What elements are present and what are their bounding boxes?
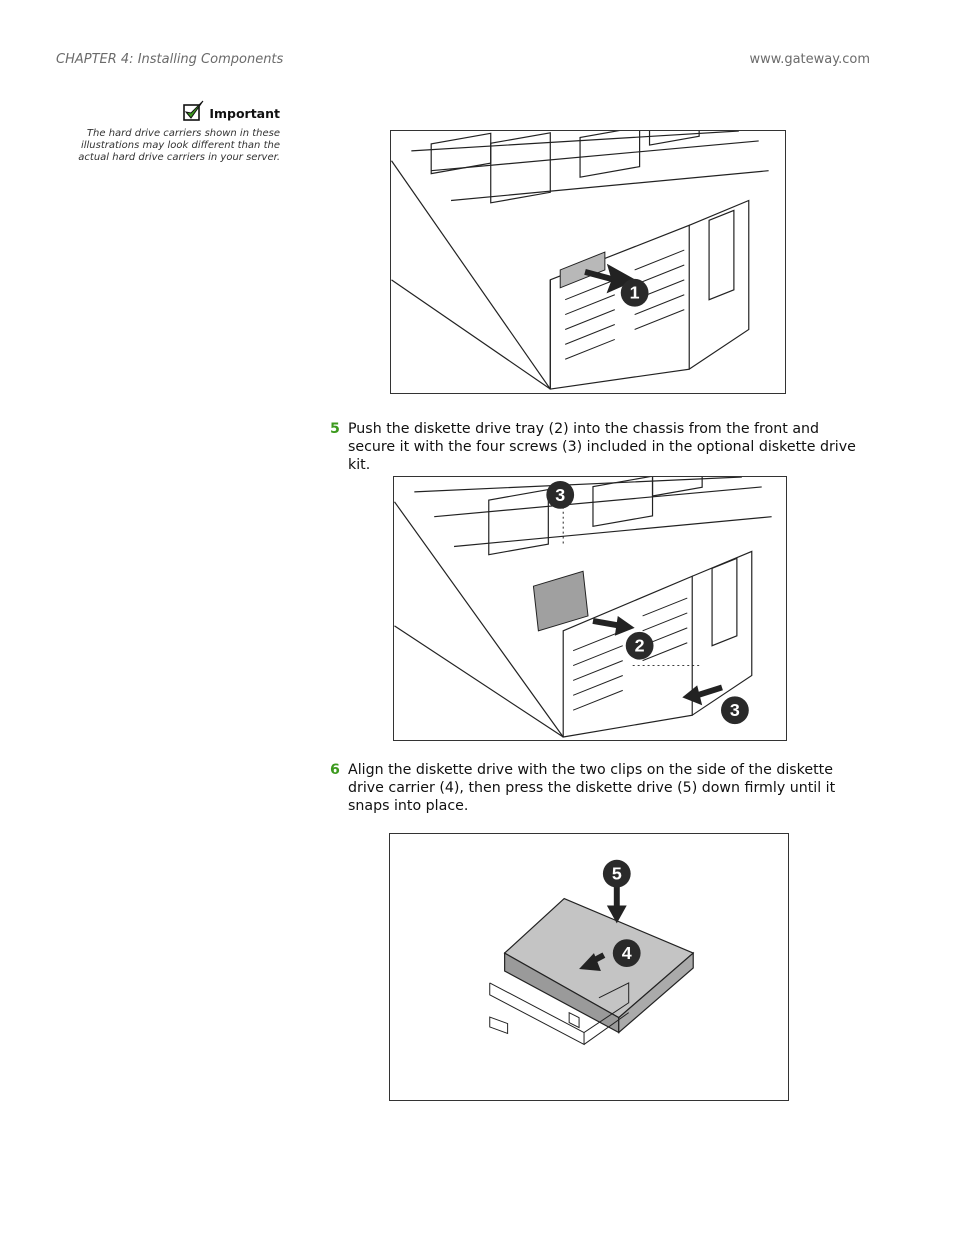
chapter-header: CHAPTER 4: Installing Components (56, 52, 284, 67)
callout-label: 1 (630, 283, 640, 303)
figure-diskette-tray-install: 3 2 3 (393, 476, 787, 741)
step-number: 6 (330, 762, 340, 778)
callout-badge: 3 (721, 696, 749, 725)
callout-badge: 1 (620, 278, 649, 307)
callout-badge: 3 (546, 480, 575, 509)
website-header: www.gateway.com (749, 52, 871, 67)
step-number: 5 (330, 421, 340, 437)
step-text: Align the diskette drive with the two cl… (348, 762, 836, 814)
step-text: Push the diskette drive tray (2) into th… (348, 421, 856, 473)
callout-label: 4 (622, 943, 632, 963)
step-5: 5 Push the diskette drive tray (2) into … (330, 420, 870, 474)
step-6: 6 Align the diskette drive with the two … (330, 761, 870, 815)
callout-badge: 2 (625, 631, 654, 660)
chassis-illustration: 1 (391, 131, 769, 390)
callout-label: 3 (730, 700, 740, 720)
callout-badge: 4 (612, 939, 641, 967)
checkmark-icon (181, 100, 205, 126)
note-body: The hard drive carriers shown in these i… (78, 128, 280, 163)
important-note: Important The hard drive carriers shown … (70, 100, 280, 164)
callout-label: 2 (635, 636, 645, 656)
callout-badge: 5 (602, 859, 631, 888)
figure-chassis-front-drive-bay: 1 (390, 130, 786, 394)
figure-diskette-drive-carrier: 5 4 (389, 833, 789, 1101)
callout-label: 5 (612, 864, 622, 884)
note-title: Important (209, 105, 280, 121)
callout-label: 3 (555, 485, 565, 505)
